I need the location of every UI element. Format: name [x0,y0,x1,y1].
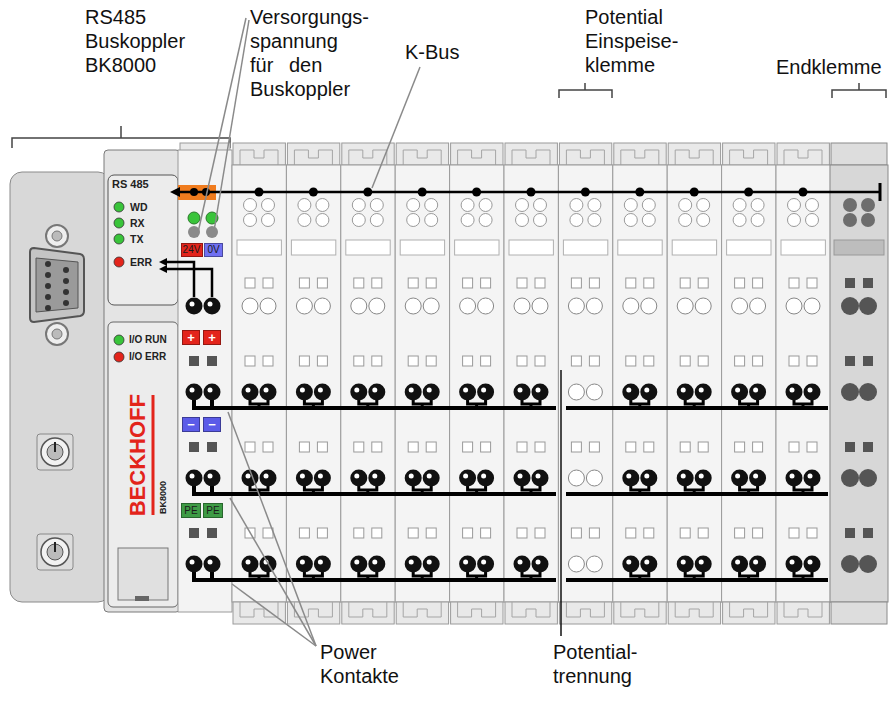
supply-tag: 0V [204,243,223,257]
coupler-terminal [178,143,232,612]
leader-line [197,18,420,646]
led-label: I/O ERR [129,351,166,363]
tag-text: + [208,331,216,344]
tag-text: 24V [183,245,201,255]
polarity-tag: + [203,330,221,345]
separation-line [560,370,562,636]
callout-label: Potential- trennung [553,640,648,688]
k-bus-line [170,183,880,201]
supply-tag: 24V [181,243,203,257]
led [114,202,124,362]
component-label: Potential Einspeise- klemme [585,5,685,77]
model-label: BK8000 [158,480,169,513]
supply-arrow [159,258,221,315]
tag-text: PE [206,506,219,516]
brand-logo: BECKHOFF [125,394,151,516]
power-contact-rail [186,384,829,581]
earth-tag: PE [203,503,223,518]
led-label: TX [130,233,143,246]
tag-text: 0V [207,245,219,255]
terminal-strip [232,143,830,624]
polarity-tag: + [182,330,200,345]
tag-text: PE [184,506,197,516]
bus-label: K-Bus [405,40,459,64]
bus-coupler-body [10,150,180,612]
led-label: I/O RUN [129,334,167,346]
model-label: RS 485 [112,178,149,191]
led-label: ERR [130,256,152,269]
led-label: RX [130,217,145,230]
end-terminal [830,143,888,624]
bus-coupler-housing: RS 485WD RX TX ERR I/O RUN I/O ERR BECKHOFF BK8… [10,150,232,612]
polarity-tag: − [203,417,221,432]
earth-tag: PE [181,503,201,518]
component-label: Endklemme [776,55,882,79]
rotary-switch [37,434,73,570]
tag-text: − [208,418,216,431]
bracket [12,83,886,148]
component-label: RS485 Buskoppler BK8000 [85,5,190,77]
led-label: WD [130,201,148,214]
tag-text: + [187,331,195,344]
dsub-connector [30,225,84,345]
callout-label: Power Kontakte [320,640,410,688]
polarity-tag: − [182,417,200,432]
tag-text: − [187,418,195,431]
callout-label: Versorgungs- spannung für den Buskoppler [250,5,374,101]
